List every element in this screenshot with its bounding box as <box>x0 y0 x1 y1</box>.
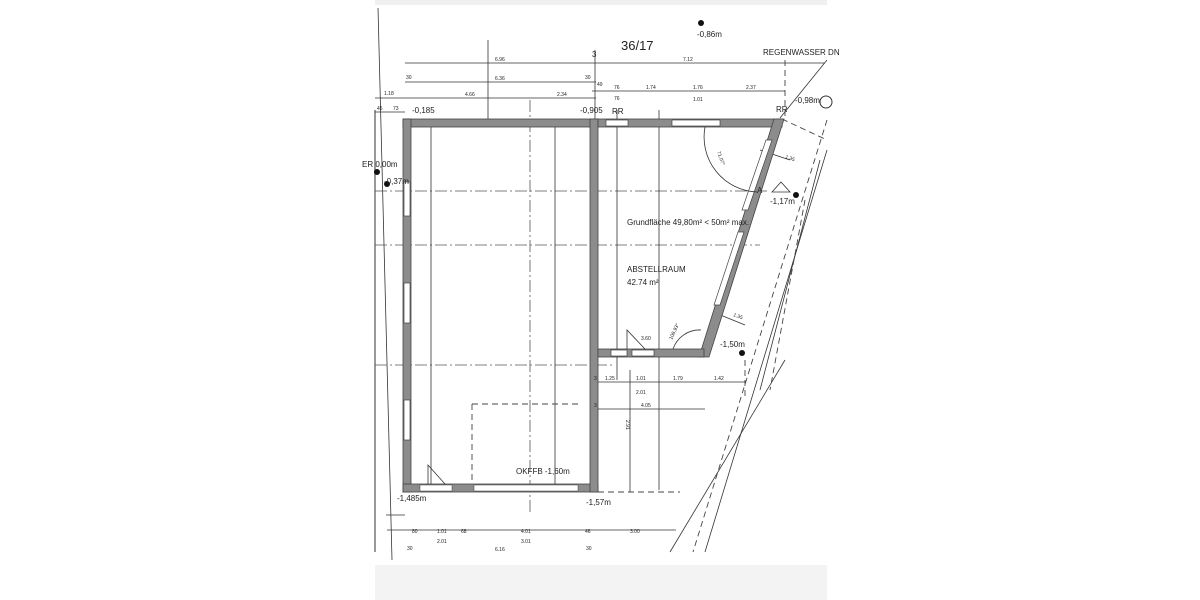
dim-label: 1.25 <box>605 376 615 382</box>
dim-label: 2.01 <box>636 390 646 396</box>
dim-label: 30 <box>586 546 592 552</box>
dim-label: 3 <box>594 376 597 382</box>
dim-label: 4.05 <box>641 403 651 409</box>
dim-label: 3.00 <box>630 529 640 535</box>
dim-label: 2.91 <box>624 420 630 430</box>
dim-label: 1.01 <box>437 529 447 535</box>
room-area: 42.74 m² <box>627 278 659 287</box>
dim-label: 4.66 <box>465 92 475 98</box>
room-name: ABSTELLRAUM <box>627 265 686 274</box>
level-point-corner <box>739 350 745 356</box>
dim-label: 1.35 <box>732 312 743 321</box>
dim-label: 2.01 <box>437 539 447 545</box>
section-marker-icon <box>771 181 791 193</box>
dim-label: 76 <box>614 96 620 102</box>
dim-label: 1.74 <box>646 85 656 91</box>
dim-label: 2.34 <box>557 92 567 98</box>
level-left: -0,37m <box>384 177 409 186</box>
dim-360: 3.60 <box>641 336 651 342</box>
rr-label-mid: RR <box>612 107 624 116</box>
level-point-left <box>374 169 380 175</box>
dim-label: 45 <box>377 106 383 112</box>
dim-label: 6.16 <box>495 547 505 553</box>
parcel-number: 36/17 <box>621 38 654 53</box>
dim-label: 30 <box>407 546 413 552</box>
dim-label: 2.37 <box>746 85 756 91</box>
dim-label: 1.35 <box>784 154 795 163</box>
dim-label: 80 <box>412 529 418 535</box>
dim-label: 4.01 <box>521 529 531 535</box>
a-label: A <box>757 186 763 195</box>
dim-label: 7.12 <box>683 57 693 63</box>
area-note: Grundfläche 49,80m² < 50m² max. <box>627 218 749 227</box>
dim-label: 68 <box>461 529 467 535</box>
level-rr-right: -0,98m <box>795 96 820 105</box>
level-garage-bottom-left: -1,485m <box>397 494 427 503</box>
level-er: ER 0,00m <box>362 160 398 169</box>
dim-label: 3 <box>592 50 597 59</box>
dim-label: 1.76 <box>693 85 703 91</box>
garage-top-wall <box>402 118 599 128</box>
dim-label: 49 <box>597 82 603 88</box>
rr-label-right: RR <box>776 105 788 114</box>
level-storage-corner: -1,50m <box>720 340 745 349</box>
level-markers <box>374 20 833 356</box>
paper <box>375 0 827 600</box>
top-margin <box>375 0 827 5</box>
axis-lines <box>375 40 770 515</box>
dim-label: 76 <box>614 85 620 91</box>
dim-label: 1.01 <box>636 376 646 382</box>
floor-level-label: OKFFB -1,60m <box>516 467 570 476</box>
partition-wall <box>589 118 599 493</box>
level-top: -0,86m <box>697 30 722 39</box>
rainwater-label: REGENWASSER DN <box>763 48 840 57</box>
dim-label: 6.96 <box>495 57 505 63</box>
dim-label: 46 <box>585 529 591 535</box>
level-mid-top: -0,905 <box>580 106 603 115</box>
dim-label: 1.18 <box>384 91 394 97</box>
rainwater-symbol <box>819 95 833 109</box>
dim-label: 30 <box>585 75 591 81</box>
dim-label: 73 <box>393 106 399 112</box>
dim-label: 1.42 <box>714 376 724 382</box>
dim-label: 1.79 <box>673 376 683 382</box>
labels: 36/17 REGENWASSER DN -0,86m -0,98m RR RR… <box>362 30 840 553</box>
dim-label: 1.01 <box>693 97 703 103</box>
dim-label: 3 <box>594 403 597 409</box>
level-a: -1,17m <box>770 197 795 206</box>
dim-label: 30 <box>406 75 412 81</box>
level-left-top: -0,185 <box>412 106 435 115</box>
level-garage-bottom-right: -1,57m <box>586 498 611 507</box>
bottom-margin <box>375 565 827 600</box>
door-angle-top: 71,07° <box>715 151 726 167</box>
level-point-a <box>793 192 799 198</box>
boundary-lines <box>374 7 828 561</box>
walls <box>402 118 785 493</box>
dim-label: 6.36 <box>495 76 505 82</box>
dim-label: 3.01 <box>521 539 531 545</box>
level-point-top <box>698 20 704 26</box>
dimension-lines <box>375 50 825 531</box>
